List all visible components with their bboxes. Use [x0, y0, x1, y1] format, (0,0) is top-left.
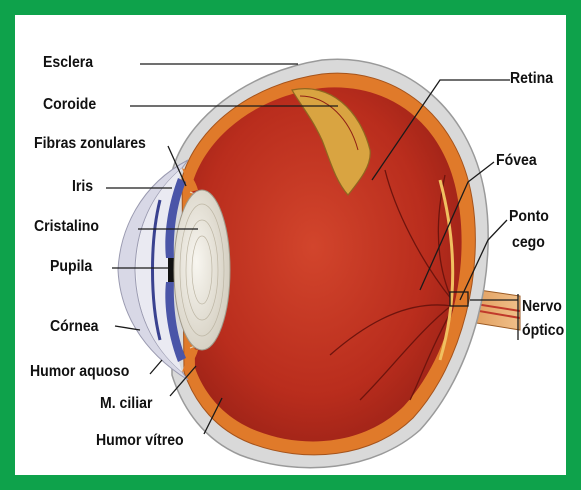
label-coroide: Coroide: [43, 96, 96, 114]
label-ponto-cego-line2: cego: [512, 234, 545, 252]
label-nervo-optico-line2: óptico: [522, 322, 564, 340]
label-m-ciliar: M. ciliar: [100, 395, 152, 413]
label-cornea: Córnea: [50, 318, 99, 336]
label-humor-vitreo: Humor vítreo: [96, 432, 184, 450]
label-ponto-cego-line1: Ponto: [509, 208, 549, 226]
pupil: [168, 258, 174, 282]
label-fovea: Fóvea: [496, 152, 537, 170]
label-retina: Retina: [510, 70, 553, 88]
label-fibras-zonulares: Fibras zonulares: [34, 135, 146, 153]
label-pupila: Pupila: [50, 258, 92, 276]
label-esclera: Esclera: [43, 54, 93, 72]
label-cristalino: Cristalino: [34, 218, 99, 236]
label-nervo-optico-line1: Nervo: [522, 298, 562, 316]
lens: [174, 190, 230, 350]
label-iris: Iris: [72, 178, 93, 196]
label-humor-aquoso: Humor aquoso: [30, 363, 129, 381]
